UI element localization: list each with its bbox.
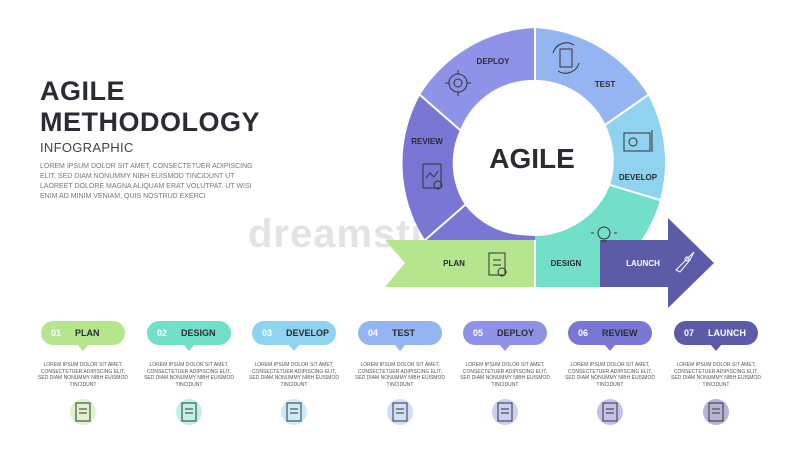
- page-subtitle: INFOGRAPHIC: [40, 140, 134, 155]
- step-description: LOREM IPSUM DOLOR SIT AMET, CONSECTETUER…: [460, 362, 550, 388]
- test-cycle-icon: [387, 399, 413, 425]
- step-label: TEST: [392, 328, 416, 338]
- step-label: DEPLOY: [497, 328, 535, 338]
- center-label: AGILE: [489, 143, 575, 174]
- segment-develop: [605, 95, 666, 200]
- step-label: DEVELOP: [286, 328, 330, 338]
- segment-launch: [600, 218, 714, 308]
- step-number: 03: [262, 328, 273, 338]
- step-number: 01: [51, 328, 62, 338]
- step-tag-deploy: 05 DEPLOY: [463, 321, 547, 351]
- title-line-1: AGILE: [40, 76, 126, 106]
- label-deploy: DEPLOY: [477, 57, 511, 66]
- label-test: TEST: [595, 80, 616, 89]
- lightbulb-icon: [176, 399, 202, 425]
- label-develop: DEVELOP: [619, 173, 658, 182]
- step-tag-launch: 07 LAUNCH: [674, 321, 758, 351]
- blueprint-icon: [281, 399, 307, 425]
- step-description: LOREM IPSUM DOLOR SIT AMET, CONSECTETUER…: [249, 362, 339, 388]
- blueprint-icon: [623, 130, 653, 152]
- step-label: PLAN: [75, 328, 100, 338]
- segment-test: [535, 28, 648, 125]
- step-tag-review: 06 REVIEW: [568, 321, 652, 351]
- segment-review: [402, 95, 465, 240]
- step-number: 02: [157, 328, 168, 338]
- center-circle: [457, 80, 613, 236]
- segment-review-tail: [425, 205, 535, 240]
- test-cycle-icon: [552, 42, 580, 74]
- rocket-icon: [703, 399, 729, 425]
- step-number: 06: [578, 328, 589, 338]
- step-label: LAUNCH: [708, 328, 746, 338]
- gear-icon: [445, 70, 471, 96]
- step-description: LOREM IPSUM DOLOR SIT AMET, CONSECTETUER…: [38, 362, 128, 388]
- clipboard-icon: [488, 252, 507, 277]
- report-icon: [422, 163, 443, 190]
- intro-text: LOREM IPSUM DOLOR SIT AMET, CONSECTETUER…: [40, 163, 253, 200]
- label-design: DESIGN: [551, 259, 582, 268]
- page-title: AGILE METHODOLOGY: [40, 76, 260, 138]
- report-icon: [597, 399, 623, 425]
- label-launch: LAUNCH: [626, 259, 660, 268]
- step-tag-develop: 03 DEVELOP: [252, 321, 336, 351]
- label-review: REVIEW: [411, 137, 443, 146]
- step-description: LOREM IPSUM DOLOR SIT AMET, CONSECTETUER…: [144, 362, 234, 388]
- title-line-2: METHODOLOGY: [40, 107, 260, 137]
- step-number: 07: [684, 328, 695, 338]
- step-description: LOREM IPSUM DOLOR SIT AMET, CONSECTETUER…: [671, 362, 761, 388]
- step-tag-test: 04 TEST: [358, 321, 442, 351]
- step-description: LOREM IPSUM DOLOR SIT AMET, CONSECTETUER…: [565, 362, 655, 388]
- rocket-icon: [675, 251, 695, 273]
- step-tag-design: 02 DESIGN: [147, 321, 231, 351]
- step-number: 04: [368, 328, 379, 338]
- lightbulb-icon: [591, 226, 617, 242]
- step-label: DESIGN: [181, 328, 216, 338]
- gear-icon: [492, 399, 518, 425]
- clipboard-icon: [70, 399, 96, 425]
- label-plan: PLAN: [443, 259, 465, 268]
- step-label: REVIEW: [602, 328, 638, 338]
- step-number: 05: [473, 328, 484, 338]
- segment-deploy: [420, 28, 535, 130]
- step-description: LOREM IPSUM DOLOR SIT AMET, CONSECTETUER…: [355, 362, 445, 388]
- step-tag-plan: 01 PLAN: [41, 321, 125, 351]
- segment-design: [535, 185, 660, 287]
